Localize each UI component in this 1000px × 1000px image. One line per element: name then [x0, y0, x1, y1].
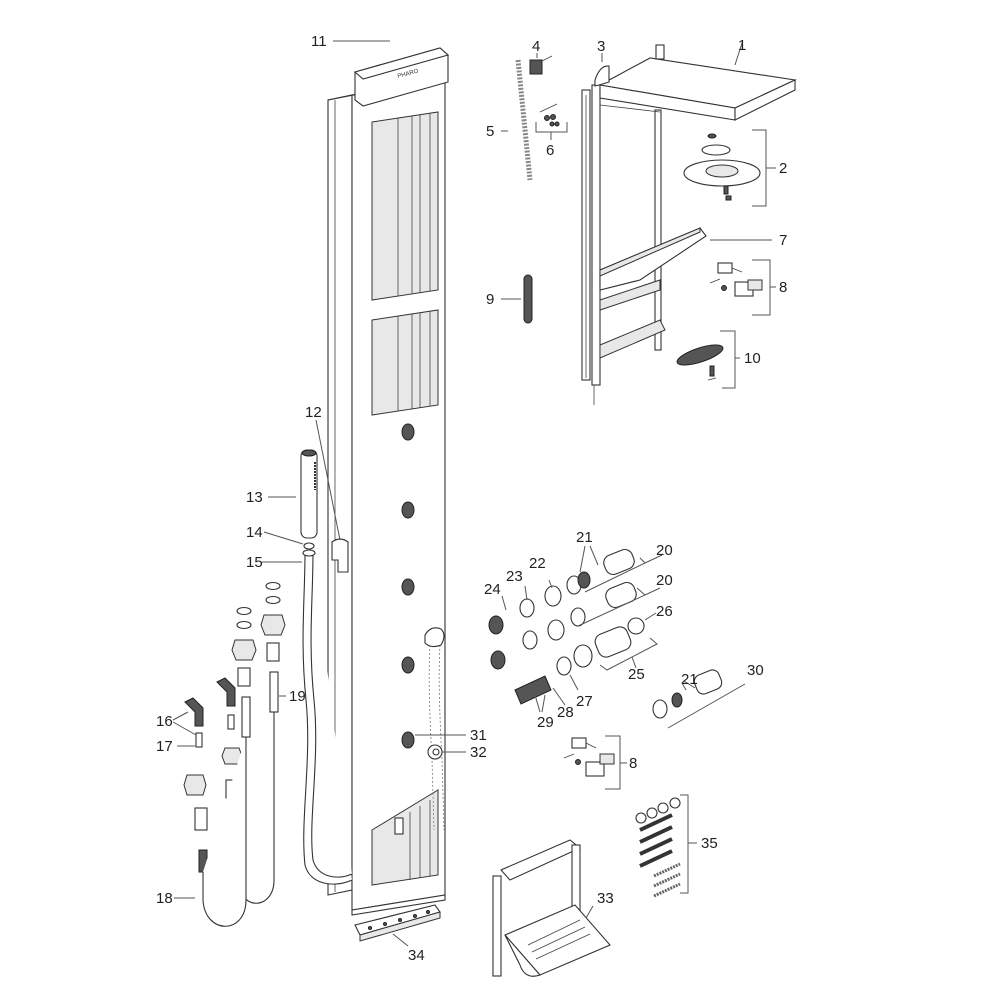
callout-35: 35 — [701, 835, 718, 852]
callout-17: 17 — [156, 738, 173, 755]
seal-washer-part — [303, 542, 315, 550]
callout-12: 12 — [305, 404, 322, 421]
base-strip-part — [354, 904, 441, 942]
shower-hose-part — [302, 549, 353, 885]
callout-28: 28 — [557, 704, 574, 721]
callout-15: 15 — [246, 554, 263, 571]
top-cap-part: PHARO — [353, 47, 450, 107]
bracket-set-lower-part — [563, 737, 615, 777]
callout-2: 2 — [779, 160, 787, 177]
hinge-clip-part — [594, 65, 610, 87]
callout-labels: 1 2 3 4 5 6 7 8 9 10 11 12 13 14 15 16 1… — [156, 33, 787, 964]
body-jet-icons — [401, 423, 415, 749]
handle-grip-part — [523, 274, 533, 324]
callout-10: 10 — [744, 350, 761, 367]
callout-5: 5 — [486, 123, 494, 140]
callout-26: 26 — [656, 603, 673, 620]
callout-8b: 8 — [629, 755, 637, 772]
callout-16: 16 — [156, 713, 173, 730]
cartridges-group — [488, 548, 723, 719]
callout-23: 23 — [506, 568, 523, 585]
callout-9: 9 — [486, 291, 494, 308]
callout-7: 7 — [779, 232, 787, 249]
fittings-left — [183, 581, 286, 927]
brand-mark: PHARO — [397, 69, 419, 80]
callout-14: 14 — [246, 524, 263, 541]
valve-bracket-part — [529, 55, 553, 75]
gasket-strip-part — [515, 59, 533, 181]
rain-disc-part — [676, 344, 724, 381]
main-column-body — [327, 79, 446, 916]
callout-30: 30 — [747, 662, 764, 679]
callout-11: 11 — [311, 33, 327, 50]
pin-set-part — [535, 103, 568, 140]
callout-8: 8 — [779, 279, 787, 296]
callout-13: 13 — [246, 489, 263, 506]
overhead-shower-part — [683, 133, 761, 201]
callout-6: 6 — [546, 142, 554, 159]
hand-shower-holder-part — [331, 538, 349, 573]
callout-34: 34 — [408, 947, 425, 964]
callout-32: 32 — [470, 744, 487, 761]
callout-20: 20 — [656, 542, 673, 559]
callout-29: 29 — [537, 714, 554, 731]
callout-19: 19 — [289, 688, 306, 705]
hand-shower-part — [300, 449, 318, 539]
callout-18: 18 — [156, 890, 173, 907]
callout-31: 31 — [470, 727, 487, 744]
callout-25: 25 — [628, 666, 645, 683]
callout-21b: 21 — [681, 671, 698, 688]
bracket-set-part — [709, 262, 763, 297]
top-shelf-part — [598, 44, 797, 121]
callout-21: 21 — [576, 529, 593, 546]
shelf-tray-part — [599, 227, 707, 291]
callout-1: 1 — [738, 37, 746, 54]
leader-lines — [172, 40, 776, 947]
screws-kit-part — [635, 797, 681, 898]
callout-20b: 20 — [656, 572, 673, 589]
callout-27: 27 — [576, 693, 593, 710]
callout-33: 33 — [597, 890, 614, 907]
callout-24: 24 — [484, 581, 501, 598]
upper-frame — [581, 84, 666, 405]
callout-3: 3 — [597, 38, 605, 55]
callout-22: 22 — [529, 555, 546, 572]
folding-seat-part — [492, 839, 611, 977]
callout-4: 4 — [532, 38, 540, 55]
